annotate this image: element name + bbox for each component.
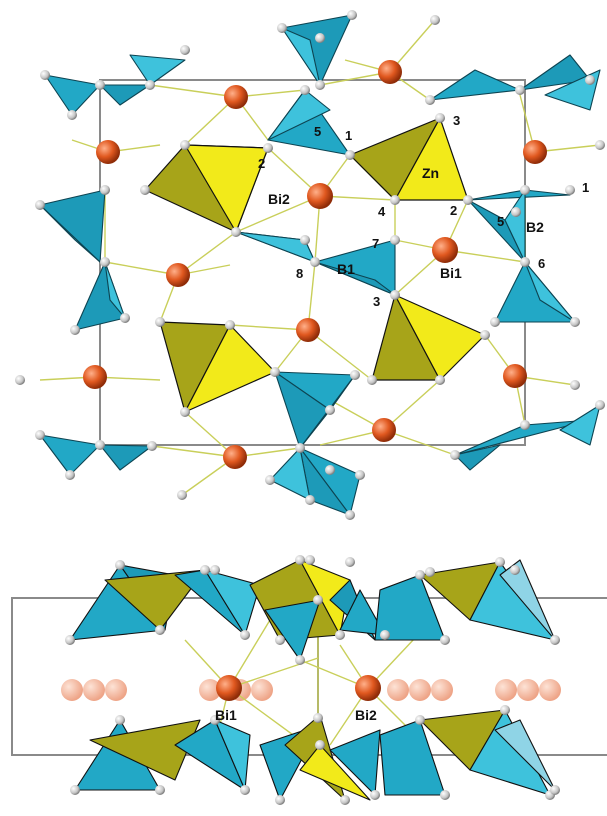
zn-tetrahedron-3 — [159, 321, 276, 413]
bi-atom — [372, 418, 396, 442]
bi-row-faded — [61, 679, 561, 701]
label-site-4: 4 — [378, 204, 386, 219]
bottom-panel-side-view: Bi1 Bi2 — [11, 555, 607, 805]
borate-unit — [281, 14, 353, 86]
borate-unit — [39, 189, 106, 263]
label-site-3: 3 — [373, 294, 380, 309]
bi-atoms-top — [83, 60, 547, 469]
borate-unit — [467, 189, 571, 263]
bi2-atom — [307, 183, 333, 209]
borate-unit — [494, 261, 576, 323]
lower-layer — [74, 709, 556, 801]
borate-unit — [454, 404, 601, 471]
label-site-5: 5 — [314, 124, 321, 139]
borate-unit — [269, 447, 361, 516]
bi-atom — [523, 140, 547, 164]
bi-atom — [83, 365, 107, 389]
label-site-3: 3 — [453, 113, 460, 128]
top-panel-projection: Zn Bi2 Bi1 B1 B2 1 1 2 2 3 3 4 5 5 6 7 8 — [15, 10, 605, 520]
label-site-8: 8 — [296, 266, 303, 281]
borate-unit — [39, 434, 153, 476]
label-bi2: Bi2 — [268, 191, 290, 207]
bi-atom — [296, 318, 320, 342]
o-atoms-top — [15, 10, 605, 520]
borate-unit — [314, 239, 396, 296]
bi-atom — [224, 85, 248, 109]
label-site-1: 1 — [582, 180, 589, 195]
label-site-2: 2 — [450, 203, 457, 218]
borate-unit — [44, 54, 186, 116]
zn-tetrahedra — [144, 117, 486, 413]
borate-unit — [74, 261, 126, 331]
bi2-atom — [355, 675, 381, 701]
label-site-6: 6 — [538, 256, 545, 271]
bi-atom — [166, 263, 190, 287]
label-site-5: 5 — [497, 214, 504, 229]
bi1-atom — [432, 237, 458, 263]
zn-tetrahedron-2 — [349, 117, 469, 201]
o-atoms-bottom — [65, 555, 560, 805]
borate-unit — [274, 371, 356, 449]
top-labels: Zn Bi2 Bi1 B1 B2 1 1 2 2 3 3 4 5 5 6 7 8 — [258, 113, 589, 309]
bi-atom — [503, 364, 527, 388]
bi-atom — [378, 60, 402, 84]
borate-unit — [235, 231, 316, 263]
borate-polyhedra — [39, 14, 601, 516]
borate-unit — [429, 54, 601, 111]
zn-tetrahedron-1 — [144, 144, 269, 233]
label-site-2: 2 — [258, 156, 265, 171]
label-b2: B2 — [526, 219, 544, 235]
bi-atom — [223, 445, 247, 469]
label-bi1: Bi1 — [440, 265, 462, 281]
zn-tetrahedron-4 — [371, 294, 486, 381]
label-bi2-side: Bi2 — [355, 707, 377, 723]
label-b1: B1 — [337, 261, 355, 277]
borate-unit — [267, 89, 351, 156]
label-zn: Zn — [422, 165, 439, 181]
upper-layer — [69, 559, 556, 661]
label-bi1-side: Bi1 — [215, 707, 237, 723]
bi-atom — [96, 140, 120, 164]
bi1-atom — [216, 675, 242, 701]
label-site-7: 7 — [372, 236, 379, 251]
label-site-1: 1 — [345, 128, 352, 143]
